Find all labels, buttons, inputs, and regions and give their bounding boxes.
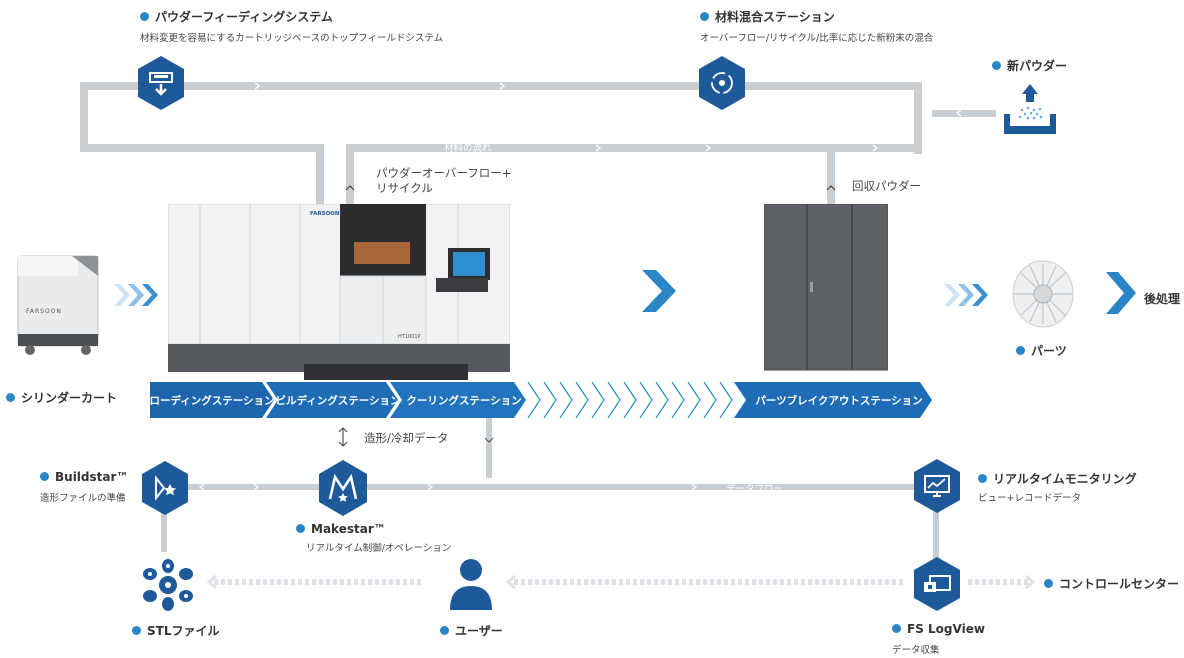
stations-bar-shapes (150, 382, 932, 418)
pipe-new-powder (932, 110, 996, 117)
logview-to-user-arrowhead (505, 574, 516, 590)
stl-file-label: STLファイル (132, 622, 219, 639)
user-label: ユーザー (440, 622, 503, 639)
cabinet-to-parts-arrows (944, 284, 988, 306)
logview-icon (914, 557, 960, 611)
pipe-recovered-up (827, 152, 835, 204)
printer-logo: FARSOON (310, 211, 340, 217)
buildstar-desc: 造形ファイルの準備 (40, 493, 126, 504)
buildstar-stl-line (161, 510, 167, 552)
printer-to-breakout-arrow (642, 270, 676, 312)
printer-model: HT1001P (398, 334, 421, 340)
parts-label: パーツ (1016, 342, 1067, 359)
data-flow-line (166, 484, 940, 490)
breakout-cabinet (764, 204, 888, 371)
logview-to-user-dotted (514, 579, 904, 585)
pipe-overflow-up (346, 144, 354, 204)
mixing-icon (699, 56, 745, 110)
user-to-stl-arrowhead (206, 574, 217, 590)
pipe-right-down (914, 82, 922, 154)
build-data-arrow (338, 427, 348, 447)
pipe-feed-down (316, 144, 324, 204)
fs-logview-label: FS LogView (892, 622, 985, 636)
pipe-left-across (80, 144, 324, 152)
pipe-flow (346, 144, 922, 152)
data-flow-chevrons (199, 483, 697, 491)
logview-to-control-arrowhead (1025, 574, 1036, 590)
control-center-label: コントロールセンター (1044, 575, 1179, 592)
mixing-station-label: 材料混合ステーション (700, 8, 835, 25)
cooling-data-chevron (484, 437, 494, 443)
cooling-data-line (486, 418, 492, 478)
pipe-left-down (80, 82, 88, 152)
realtime-monitoring-desc: ビュー+レコードデータ (978, 493, 1081, 504)
data-flow-label: データフロー (726, 484, 784, 495)
buildstar-label: Buildstar™ (40, 470, 128, 484)
flow-chevrons (254, 82, 962, 191)
recovered-powder-label: 回収パウダー (852, 179, 921, 193)
overflow-recycle-label-2: リサイクル (376, 181, 433, 195)
new-powder-icon (1004, 84, 1056, 134)
powder-feeding-desc: 材料変更を容易にするカートリッジベースのトップフィールドシステム (140, 33, 444, 44)
station-breakout: パーツブレイクアウトステーション (755, 394, 923, 407)
station-cooling: クーリングステーション (406, 394, 522, 407)
material-flow-label: 材料の流れ (444, 143, 492, 154)
station-loading: ローディングステーション (149, 394, 275, 407)
station-building: ビルディングステーション (275, 394, 401, 407)
logview-to-control-dotted (968, 579, 1028, 585)
parts-image (1012, 260, 1074, 328)
fs-logview-desc: データ収集 (892, 645, 940, 656)
powder-feeding-label: パウダーフィーディングシステム (140, 8, 333, 25)
powder-feed-icon (138, 56, 184, 110)
monitor-icon (914, 459, 960, 513)
cart-to-printer-arrows (114, 284, 158, 306)
makestar-label: Makestar™ (296, 522, 386, 536)
buildstar-icon (142, 461, 188, 515)
monitor-logview-line (933, 510, 939, 562)
mixing-station-desc: オーバーフロー/リサイクル/比率に応じた新粉末の混合 (700, 33, 934, 44)
new-powder-label: 新パウダー (992, 57, 1067, 74)
cylinder-cart (17, 255, 99, 355)
overflow-recycle-label-1: パウダーオーバーフロー+ (376, 166, 512, 180)
makestar-desc: リアルタイム制御/オペレーション (306, 543, 452, 554)
printer-machine (168, 204, 510, 380)
build-cool-data-label: 造形/冷却データ (364, 431, 449, 445)
stl-file-icon (143, 559, 193, 611)
user-icon (450, 559, 492, 610)
cart-logo: FARSOON (26, 308, 62, 315)
post-process-arrow (1106, 272, 1136, 314)
post-process-label: 後処理 (1144, 292, 1181, 306)
makestar-icon (319, 460, 367, 516)
pipe-top (80, 82, 922, 90)
user-to-stl-dotted (214, 579, 424, 585)
cylinder-cart-label: シリンダーカート (6, 389, 117, 406)
realtime-monitoring-label: リアルタイムモニタリング (978, 470, 1137, 487)
